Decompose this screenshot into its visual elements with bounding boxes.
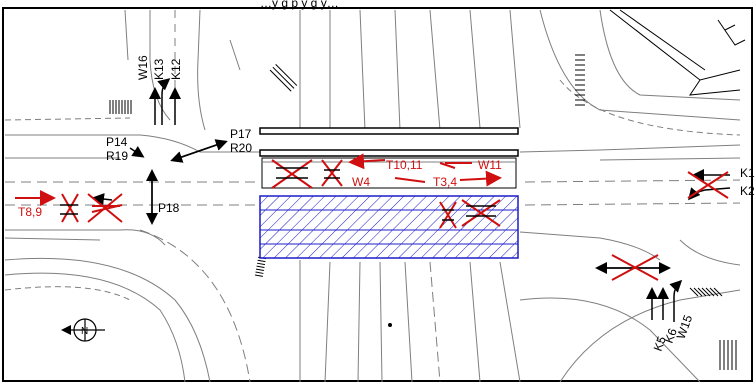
label-w16: W16 bbox=[136, 55, 150, 80]
road-outlines bbox=[4, 9, 741, 383]
label-r19: R19 bbox=[106, 149, 128, 163]
label-k13: K13 bbox=[152, 58, 166, 80]
label-t10-11: T10,11 bbox=[386, 158, 423, 172]
movement-labels: W16 K13 K12 P14 R19 P17 R20 P18 T8,9 W4 … bbox=[18, 55, 755, 353]
label-k5: K5 bbox=[651, 334, 669, 353]
removed-markings bbox=[61, 159, 729, 281]
label-k12: K12 bbox=[169, 58, 183, 80]
label-w15: W15 bbox=[674, 313, 696, 341]
existing-arrows-left bbox=[60, 167, 496, 221]
label-k2: K2 bbox=[740, 184, 755, 198]
label-r20: R20 bbox=[230, 141, 252, 155]
label-w11: W11 bbox=[478, 158, 502, 172]
label-p18: P18 bbox=[158, 201, 180, 215]
label-k6: K6 bbox=[662, 326, 680, 345]
title-fragment: …y g p y g y… bbox=[260, 0, 339, 10]
bridge-deck bbox=[259, 127, 519, 189]
svg-text:N: N bbox=[81, 326, 88, 337]
survey-point bbox=[388, 323, 392, 327]
label-k1: K1 bbox=[740, 166, 755, 180]
north-arrow-icon: N bbox=[61, 318, 105, 342]
label-t8-9: T8,9 bbox=[18, 205, 42, 219]
removed-arrows bbox=[15, 153, 502, 213]
label-p17: P17 bbox=[230, 127, 252, 141]
label-p14: P14 bbox=[106, 135, 128, 149]
label-w4: W4 bbox=[352, 175, 370, 189]
label-t3-4: T3,4 bbox=[433, 175, 457, 189]
stairs bbox=[109, 54, 737, 370]
sheet-frame bbox=[2, 7, 753, 382]
building-outlines bbox=[609, 9, 746, 96]
